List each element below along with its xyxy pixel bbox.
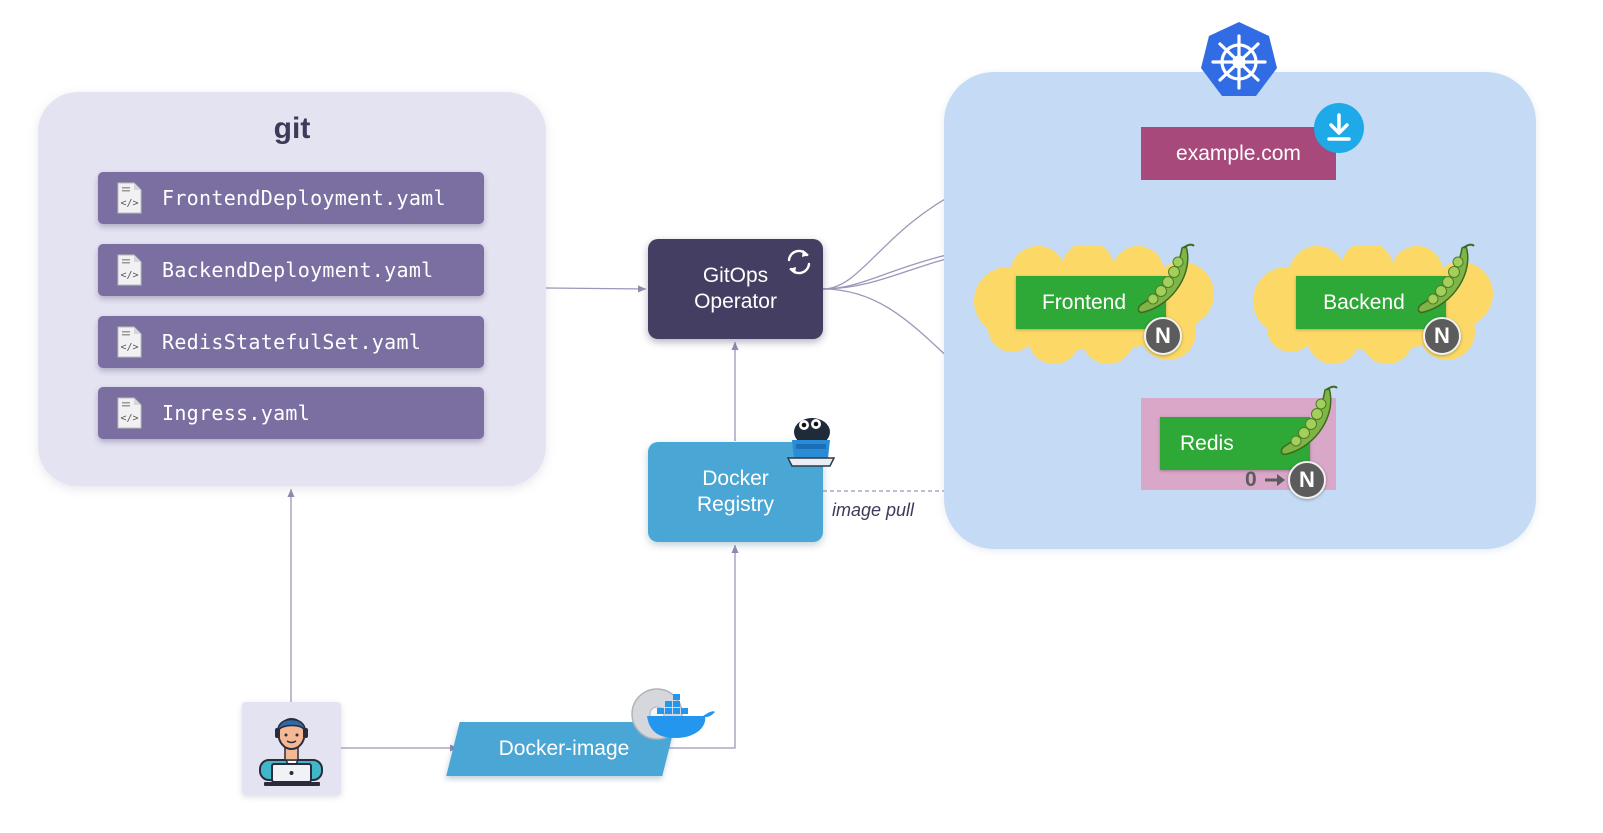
arrow-right-icon <box>1265 474 1285 486</box>
svg-text:</>: </> <box>120 342 138 353</box>
registry-line2: Registry <box>696 493 775 516</box>
ingress-label: example.com <box>1176 141 1301 165</box>
git-title: git <box>273 112 311 145</box>
yaml-file-frontend[interactable]: </> FrontendDeployment.yaml <box>98 172 484 224</box>
svg-text:</>: </> <box>120 413 138 424</box>
docker-whale-icon <box>631 688 715 740</box>
file-name: BackendDeployment.yaml <box>162 258 434 282</box>
file-name: Ingress.yaml <box>162 401 311 425</box>
code-file-icon: </> <box>116 326 142 358</box>
file-name: RedisStatefulSet.yaml <box>162 330 422 354</box>
nginx-badge: N <box>1288 461 1326 499</box>
scale-from-zero-label: 0 <box>1245 468 1257 491</box>
image-pull-label: image pull <box>832 500 915 520</box>
pea-pod-icon <box>1417 243 1475 314</box>
download-icon <box>1314 103 1364 153</box>
edge-image-to-registry <box>669 545 739 749</box>
sync-icon <box>787 249 811 275</box>
edge-git-to-gitops <box>545 285 647 293</box>
registry-line1: Docker <box>702 467 769 490</box>
gitops-line2: Operator <box>694 290 777 313</box>
developer-icon <box>259 718 323 786</box>
frontend-service[interactable]: Frontend <box>1016 276 1166 329</box>
code-file-icon: </> <box>116 254 142 286</box>
nginx-badge: N <box>1144 317 1182 355</box>
yaml-file-backend[interactable]: </> BackendDeployment.yaml <box>98 244 484 296</box>
redis-label: Redis <box>1180 431 1234 455</box>
code-file-icon: </> <box>116 397 142 429</box>
svg-text:</>: </> <box>120 270 138 281</box>
code-file-icon: </> <box>116 182 142 214</box>
gitops-line1: GitOps <box>702 264 769 287</box>
gitops-operator-node[interactable]: GitOps Operator <box>648 239 823 339</box>
pea-pod-icon <box>1137 243 1195 314</box>
yaml-file-redis[interactable]: </> RedisStatefulSet.yaml <box>98 316 484 368</box>
backend-service[interactable]: Backend <box>1296 276 1446 329</box>
nginx-badge: N <box>1423 317 1461 355</box>
backend-label: Backend <box>1323 290 1405 314</box>
developer-tile[interactable] <box>242 702 341 795</box>
ingress-node[interactable]: example.com <box>1141 127 1336 180</box>
yaml-file-ingress[interactable]: </> Ingress.yaml <box>98 387 484 439</box>
redis-service[interactable]: Redis <box>1160 417 1310 470</box>
pea-pod-icon <box>1280 385 1338 456</box>
docker-image-label: Docker-image <box>498 737 630 760</box>
svg-text:</>: </> <box>120 198 138 209</box>
file-name: FrontendDeployment.yaml <box>162 186 446 210</box>
harbor-icon <box>786 418 836 467</box>
kubernetes-icon <box>1201 22 1277 96</box>
frontend-label: Frontend <box>1041 290 1127 314</box>
